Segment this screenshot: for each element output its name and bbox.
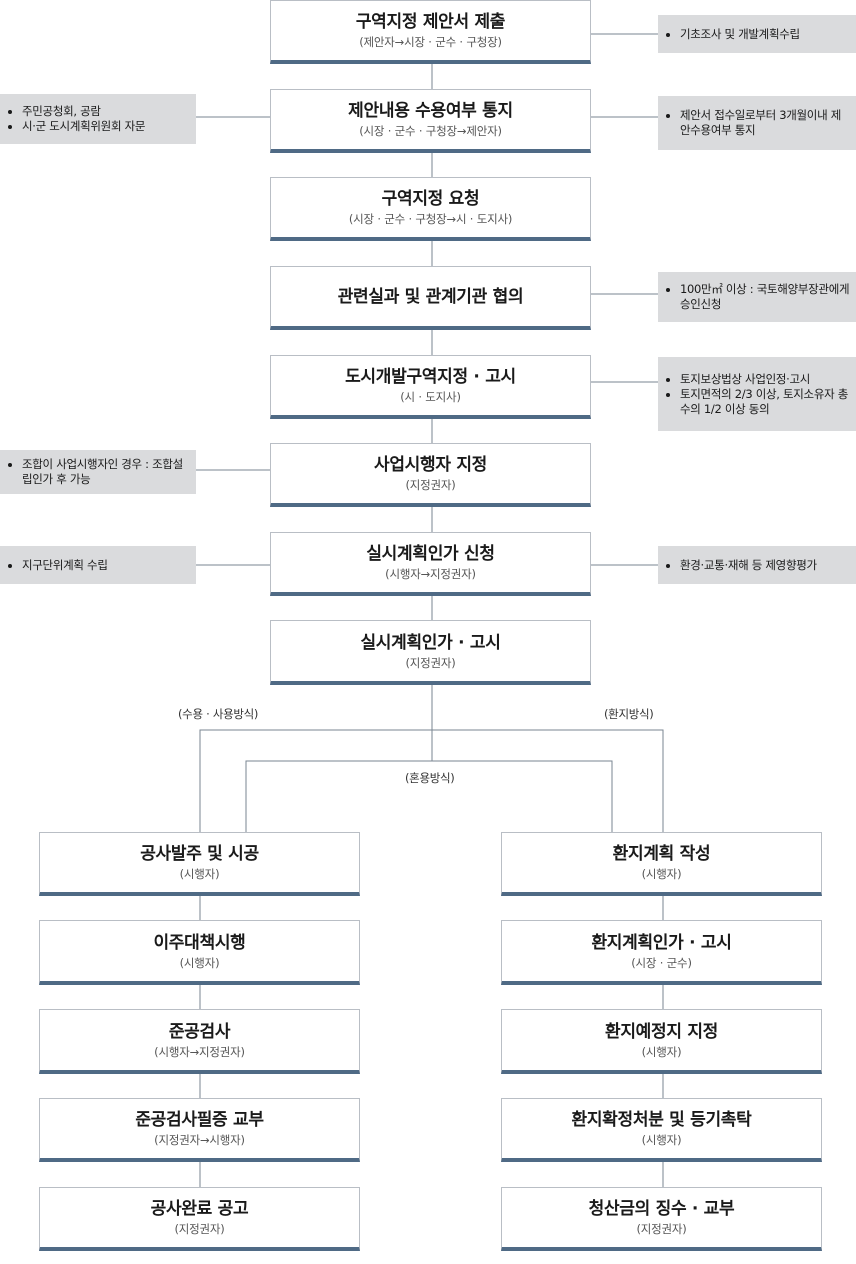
step-subtitle: (지정권자) xyxy=(636,1222,687,1236)
step-subtitle: (시행자) xyxy=(641,867,682,881)
note-public-hearing: 주민공청회, 공람 시·군 도시계획위원회 자문 xyxy=(0,94,196,144)
step-title: 관련실과 및 관계기관 협의 xyxy=(337,286,524,307)
step-prescheduled-land: 환지예정지 지정 (시행자) xyxy=(501,1009,822,1074)
step-relocation: 이주대책시행 (시행자) xyxy=(39,920,360,985)
step-title: 구역지정 요청 xyxy=(381,189,480,209)
step-proposal-submission: 구역지정 제안서 제출 (제안자→시장 · 군수 · 구청장) xyxy=(270,0,591,64)
step-subtitle: (시행자→지정권자) xyxy=(385,567,476,581)
step-construction: 공사발주 및 시공 (시행자) xyxy=(39,832,360,896)
note-item: 기초조사 및 개발계획수립 xyxy=(680,27,850,42)
step-completion-notice: 공사완료 공고 (지정권자) xyxy=(39,1187,360,1251)
note-item: 토지면적의 2/3 이상, 토지소유자 총수의 1/2 이상 동의 xyxy=(680,387,850,417)
step-subtitle: (지정권자→시행자) xyxy=(154,1133,245,1147)
note-landowner-consent: 토지보상법상 사업인정·고시 토지면적의 2/3 이상, 토지소유자 총수의 1… xyxy=(658,357,856,431)
step-title: 준공검사필증 교부 xyxy=(135,1110,264,1130)
step-replotting-plan: 환지계획 작성 (시행자) xyxy=(501,832,822,896)
step-settlement-money: 청산금의 징수 · 교부 (지정권자) xyxy=(501,1187,822,1251)
step-inspection-certificate: 준공검사필증 교부 (지정권자→시행자) xyxy=(39,1098,360,1162)
note-basic-survey: 기초조사 및 개발계획수립 xyxy=(658,15,856,53)
step-title: 환지확정처분 및 등기촉탁 xyxy=(571,1110,752,1130)
step-title: 도시개발구역지정 · 고시 xyxy=(345,367,516,387)
step-completion-inspection: 준공검사 (시행자→지정권자) xyxy=(39,1009,360,1074)
step-subtitle: (시장 · 군수 · 구청장→시 · 도지사) xyxy=(348,212,513,226)
note-item: 100만㎡ 이상 : 국토해양부장관에게 승인신청 xyxy=(680,282,850,312)
step-agency-consultation: 관련실과 및 관계기관 협의 xyxy=(270,266,591,330)
note-item: 지구단위계획 수립 xyxy=(22,558,190,573)
branch-label-expropriation: (수용 · 사용방식) xyxy=(178,707,259,721)
branch-label-mixed: (혼용방식) xyxy=(405,771,455,785)
step-zone-request: 구역지정 요청 (시장 · 군수 · 구청장→시 · 도지사) xyxy=(270,177,591,241)
note-district-plan: 지구단위계획 수립 xyxy=(0,546,196,584)
step-title: 제안내용 수용여부 통지 xyxy=(348,101,513,121)
step-subtitle: (시장 · 군수 · 구청장→제안자) xyxy=(359,124,502,138)
step-replotting-approval: 환지계획인가 · 고시 (시장 · 군수) xyxy=(501,920,822,985)
note-item: 토지보상법상 사업인정·고시 xyxy=(680,372,850,387)
step-title: 환지계획인가 · 고시 xyxy=(591,932,732,953)
note-item: 조합이 사업시행자인 경우 : 조합설립인가 후 가능 xyxy=(22,457,190,487)
step-acceptance-notice: 제안내용 수용여부 통지 (시장 · 군수 · 구청장→제안자) xyxy=(270,89,591,153)
step-final-disposition: 환지확정처분 및 등기촉탁 (시행자) xyxy=(501,1098,822,1162)
step-title: 사업시행자 지정 xyxy=(374,455,487,475)
step-subtitle: (시행자) xyxy=(641,1044,682,1059)
step-subtitle: (시행자) xyxy=(641,1133,682,1147)
step-title: 환지예정지 지정 xyxy=(605,1021,718,1042)
step-title: 환지계획 작성 xyxy=(612,844,711,864)
step-plan-approval: 실시계획인가 · 고시 (지정권자) xyxy=(270,620,591,685)
step-subtitle: (지정권자) xyxy=(405,655,456,670)
note-item: 제안서 접수일로부터 3개월이내 제안수용여부 통지 xyxy=(680,108,850,138)
note-impact-assessment: 환경·교통·재해 등 제영향평가 xyxy=(658,546,856,584)
step-subtitle: (제안자→시장 · 군수 · 구청장) xyxy=(359,35,502,49)
note-ministry-approval: 100만㎡ 이상 : 국토해양부장관에게 승인신청 xyxy=(658,272,856,322)
step-subtitle: (시 · 도지사) xyxy=(400,390,461,404)
step-operator-designation: 사업시행자 지정 (지정권자) xyxy=(270,443,591,507)
note-notice-deadline: 제안서 접수일로부터 3개월이내 제안수용여부 통지 xyxy=(658,96,856,150)
branch-label-replotting: (환지방식) xyxy=(604,707,654,721)
step-subtitle: (지정권자) xyxy=(405,478,456,492)
step-subtitle: (시장 · 군수) xyxy=(631,955,692,970)
step-title: 구역지정 제안서 제출 xyxy=(355,12,506,32)
step-plan-application: 실시계획인가 신청 (시행자→지정권자) xyxy=(270,532,591,596)
step-title: 준공검사 xyxy=(168,1021,231,1042)
step-title: 공사완료 공고 xyxy=(150,1199,249,1219)
step-title: 공사발주 및 시공 xyxy=(140,844,259,864)
note-item: 주민공청회, 공람 xyxy=(22,104,190,119)
step-title: 실시계획인가 · 고시 xyxy=(360,632,501,653)
step-subtitle: (시행자) xyxy=(179,955,220,970)
step-title: 청산금의 징수 · 교부 xyxy=(588,1199,735,1219)
step-zone-designation: 도시개발구역지정 · 고시 (시 · 도지사) xyxy=(270,355,591,419)
note-union-approval: 조합이 사업시행자인 경우 : 조합설립인가 후 가능 xyxy=(0,450,196,494)
note-item: 시·군 도시계획위원회 자문 xyxy=(22,119,190,134)
step-subtitle: (시행자→지정권자) xyxy=(154,1044,245,1059)
step-subtitle: (시행자) xyxy=(179,867,220,881)
step-title: 실시계획인가 신청 xyxy=(366,544,495,564)
note-item: 환경·교통·재해 등 제영향평가 xyxy=(680,558,850,573)
step-subtitle: (지정권자) xyxy=(174,1222,225,1236)
step-title: 이주대책시행 xyxy=(153,932,246,953)
